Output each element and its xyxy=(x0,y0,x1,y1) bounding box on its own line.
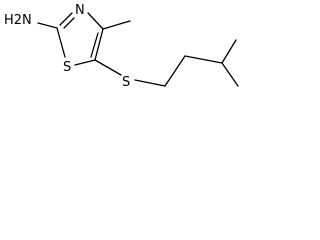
amine-label: H2N xyxy=(4,13,32,28)
bond-c2-n3-double xyxy=(59,12,73,26)
bond-c4-methyl xyxy=(102,20,131,30)
bond-s1-c2 xyxy=(56,27,66,58)
bond-c2-n3-double-inner xyxy=(63,17,75,29)
ring-sulfur-label: S xyxy=(63,60,71,75)
atom-label-layer: H2N N S S xyxy=(4,3,130,90)
bond-c5-s1 xyxy=(74,59,96,66)
ring-nitrogen-label: N xyxy=(75,3,85,18)
bond-ch-ch3-up xyxy=(221,39,237,64)
bond-ch2-ch2 xyxy=(164,55,186,87)
thioether-sulfur-label: S xyxy=(122,75,130,90)
bond-ch-ch3-down xyxy=(221,62,239,87)
bond-ch2-ch xyxy=(184,55,223,64)
molecule-structure: H2N N S S xyxy=(4,3,239,90)
bond-n3-c4 xyxy=(87,12,104,30)
bond-c5-s xyxy=(94,59,122,76)
bond-c4-c5-double-inner xyxy=(90,32,99,58)
bond-c2-nh2 xyxy=(37,22,58,29)
bond-s-ch2 xyxy=(134,79,166,87)
bond-layer xyxy=(37,12,239,87)
bond-c4-c5-double xyxy=(94,28,104,61)
